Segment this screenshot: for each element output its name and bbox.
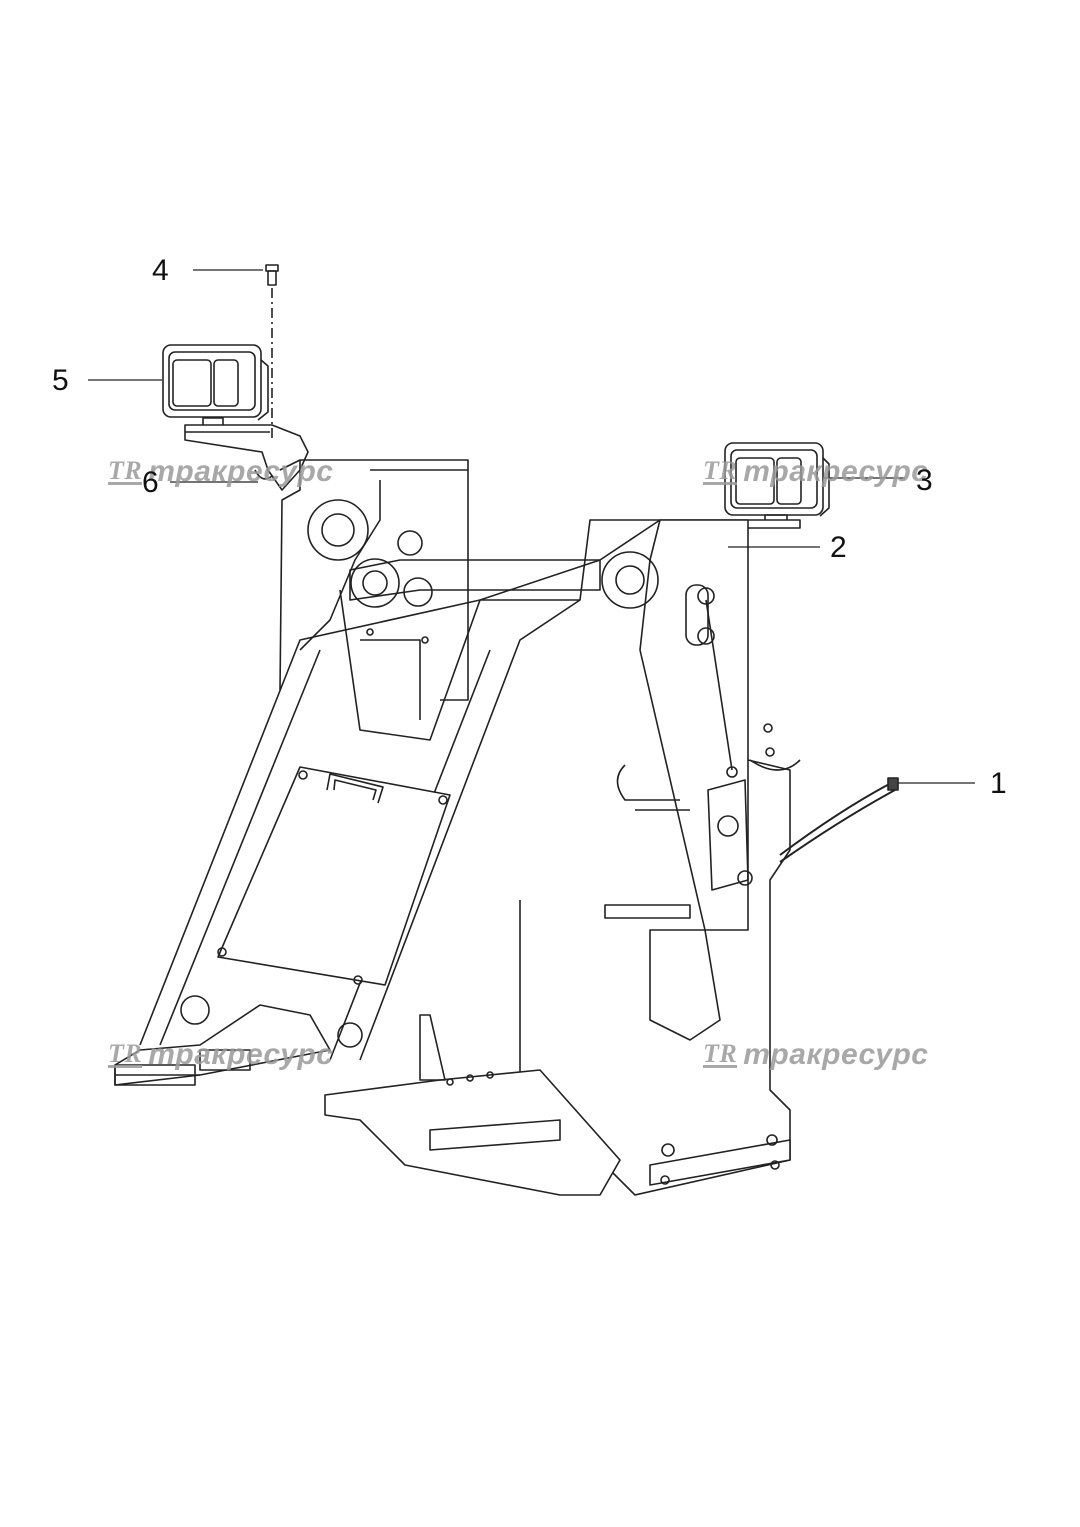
callout-4: 4: [152, 254, 169, 287]
callout-5: 5: [52, 364, 69, 397]
callout-1: 1: [990, 767, 1007, 800]
watermark-text: тракресурс: [148, 1038, 334, 1071]
right-arm: [601, 519, 775, 931]
cover-plate: [217, 766, 451, 986]
bolt-4: [265, 264, 279, 440]
center-beam: [339, 558, 601, 741]
watermark-top-left: TR тракресурс: [108, 455, 333, 489]
watermark-text: тракресурс: [148, 455, 334, 488]
callout-2: 2: [830, 531, 847, 564]
right-work-lamp: [724, 442, 830, 524]
watermark-logo: TR: [703, 1038, 738, 1068]
left-work-lamp: [162, 344, 269, 427]
callout-3: 3: [916, 464, 933, 497]
left-lamp-bracket: [184, 424, 309, 491]
left-tower: [279, 459, 469, 701]
watermark-logo: TR: [108, 455, 143, 485]
watermark-logo: TR: [703, 455, 738, 485]
watermark-bottom-right: TR тракресурс: [703, 1038, 928, 1072]
watermark-text: тракресурс: [743, 455, 929, 488]
watermark-logo: TR: [108, 1038, 143, 1068]
leader-lines: [88, 269, 975, 784]
callout-6: 6: [142, 466, 159, 499]
watermark-text: тракресурс: [743, 1038, 929, 1071]
watermark-bottom-left: TR тракресурс: [108, 1038, 333, 1072]
rear-mounting-bar: [649, 1134, 791, 1186]
hydraulic-hose: [779, 777, 899, 863]
base-frame: [114, 1004, 621, 1196]
watermark-top-right: TR тракресурс: [703, 455, 928, 489]
